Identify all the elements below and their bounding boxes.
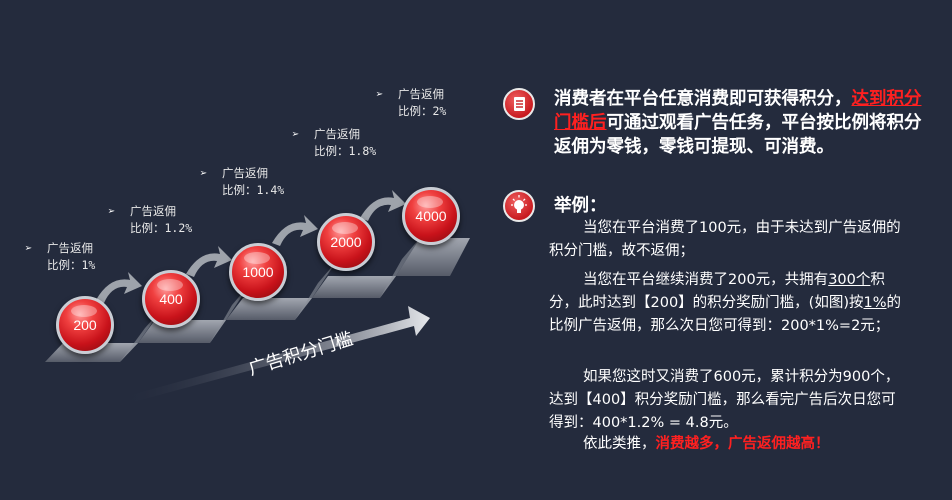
stair-step-5	[396, 238, 470, 276]
example-underlined: 300个	[828, 272, 871, 288]
curved-arrow-4	[360, 190, 406, 221]
bullet-arrow-icon: ➢	[200, 166, 208, 180]
step-label-3: ➢ 广告返佣 比例：1.4%	[200, 165, 285, 199]
example-paragraph-2: 当您在平台继续消费了200元，共拥有300个积分，此时达到【200】的积分奖励门…	[549, 269, 905, 338]
curved-arrow-3	[272, 215, 318, 246]
bullet-arrow-icon: ➢	[25, 241, 33, 255]
stair-riser-4	[380, 238, 420, 298]
lightbulb-icon-glyph	[511, 195, 527, 213]
step-label-ratio: 比例：1%	[47, 258, 96, 272]
example-conclusion: 消费越多，广告返佣越高！	[655, 436, 830, 452]
stair-step-3	[226, 298, 312, 320]
step-label-ratio: 比例：1.4%	[222, 183, 285, 197]
stair-step-4	[312, 276, 396, 298]
threshold-ball-4000: 4000	[402, 187, 460, 245]
stair-riser-1	[120, 309, 162, 362]
document-icon-glyph	[514, 97, 525, 111]
example-paragraph-4: 依此类推，消费越多，广告返佣越高！	[549, 433, 905, 456]
example-underlined: 1%	[863, 295, 887, 311]
stair-riser-3	[295, 262, 336, 320]
threshold-arrow	[120, 306, 430, 404]
threshold-ball-200: 200	[56, 296, 114, 354]
example-paragraph-1: 当您在平台消费了100元，由于未达到广告返佣的积分门槛，故不返佣；	[549, 220, 901, 259]
example-text-part: 依此类推，	[583, 436, 656, 452]
bullet-arrow-icon: ➢	[108, 204, 116, 218]
step-label-4: ➢ 广告返佣 比例：1.8%	[292, 126, 377, 160]
intro-highlight: 达到积分门槛后	[554, 89, 922, 133]
example-text-part: 当您在平台继续消费了200元，共拥有	[583, 272, 829, 288]
curved-arrow-1	[96, 272, 142, 303]
threshold-ball-2000: 2000	[317, 213, 375, 271]
step-label-title: 广告返佣	[130, 204, 176, 218]
step-label-title: 广告返佣	[222, 166, 268, 180]
stair-riser-2	[210, 284, 250, 343]
step-label-title: 广告返佣	[314, 127, 360, 141]
intro-text-part: 可通过观看广告任务，平台按比例将积分返佣为零钱，零钱可提现、可消费。	[554, 113, 922, 157]
threshold-ball-1000: 1000	[229, 243, 287, 301]
step-label-ratio: 比例：2%	[398, 104, 447, 118]
example-text-part: 积分，此时达到【200】的积分奖励门槛，(如图)按	[549, 272, 885, 311]
intro-text-part: 消费者在平台任意消费即可获得积分，	[554, 89, 852, 109]
step-label-ratio: 比例：1.8%	[314, 144, 377, 158]
document-icon	[503, 88, 535, 120]
curved-arrow-2	[186, 246, 232, 277]
step-label-1: ➢ 广告返佣 比例：1%	[25, 240, 96, 274]
step-label-2: ➢ 广告返佣 比例：1.2%	[108, 203, 193, 237]
step-label-title: 广告返佣	[47, 241, 93, 255]
example-text-part: 的比例广告返佣，那么次日您可得到：200*1%=2元；	[549, 295, 902, 334]
example-paragraph-3: 如果您这时又消费了600元，累计积分为900个，达到【400】积分奖励门槛，那么…	[549, 369, 900, 431]
lightbulb-icon	[503, 190, 535, 222]
step-label-ratio: 比例：1.2%	[130, 221, 193, 235]
step-label-5: ➢ 广告返佣 比例：2%	[376, 86, 447, 120]
threshold-ball-400: 400	[142, 270, 200, 328]
step-label-title: 广告返佣	[398, 87, 444, 101]
intro-text: 消费者在平台任意消费即可获得积分，达到积分门槛后可通过观看广告任务，平台按比例将…	[554, 87, 924, 159]
example-title: 举例：	[554, 196, 607, 216]
bullet-arrow-icon: ➢	[376, 87, 384, 101]
bullet-arrow-icon: ➢	[292, 127, 300, 141]
